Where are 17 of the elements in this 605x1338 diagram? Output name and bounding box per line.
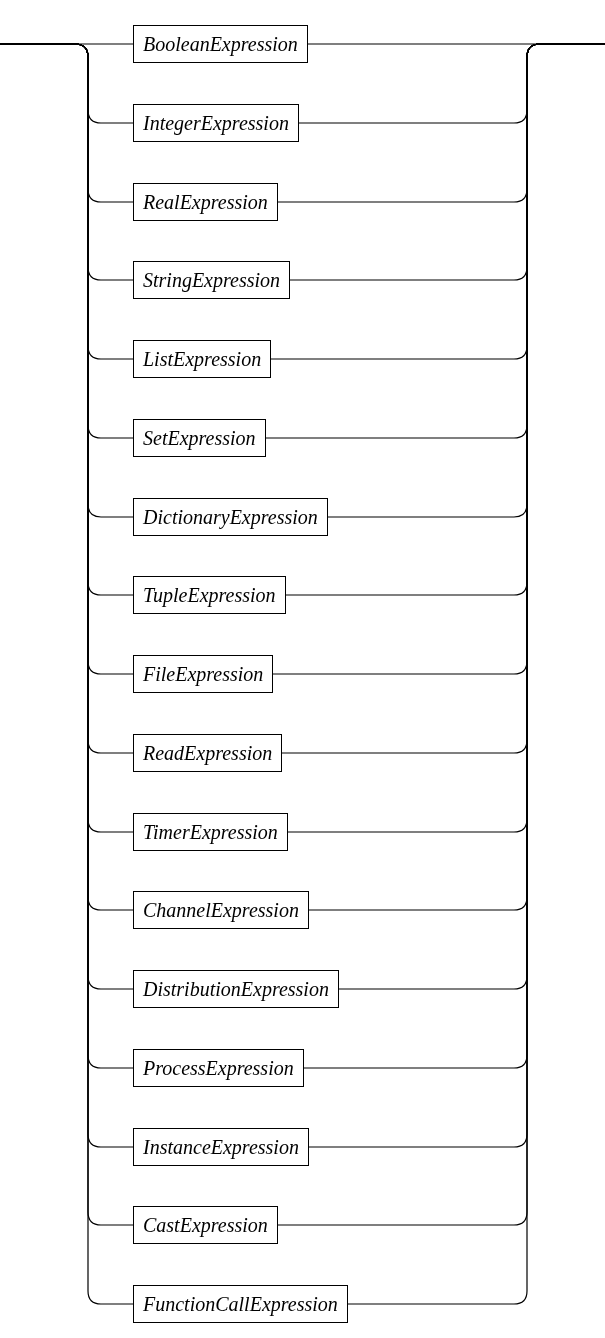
nonterminal-box: RealExpression bbox=[133, 182, 278, 221]
nonterminal-box: TupleExpression bbox=[133, 576, 286, 615]
nonterminal-box: ListExpression bbox=[133, 340, 272, 378]
nonterminal-box: ProcessExpression bbox=[133, 1048, 304, 1087]
nonterminal-box: SetExpression bbox=[133, 418, 266, 457]
nonterminal-box: BooleanExpression bbox=[133, 25, 308, 63]
nonterminal-box: CastExpression bbox=[133, 1206, 278, 1245]
nonterminal-box: ChannelExpression bbox=[133, 891, 309, 930]
nonterminal-box: DistributionExpression bbox=[133, 970, 339, 1008]
nonterminal-box: DictionaryExpression bbox=[133, 497, 328, 536]
nonterminal-box: FunctionCallExpression bbox=[133, 1285, 348, 1323]
nonterminal-box: ReadExpression bbox=[133, 733, 283, 772]
nonterminal-box: TimerExpression bbox=[133, 812, 288, 851]
nonterminal-box: InstanceExpression bbox=[133, 1127, 309, 1166]
nonterminal-box: StringExpression bbox=[133, 261, 291, 300]
nonterminal-box: IntegerExpression bbox=[133, 103, 299, 142]
nonterminal-box: FileExpression bbox=[133, 655, 274, 693]
